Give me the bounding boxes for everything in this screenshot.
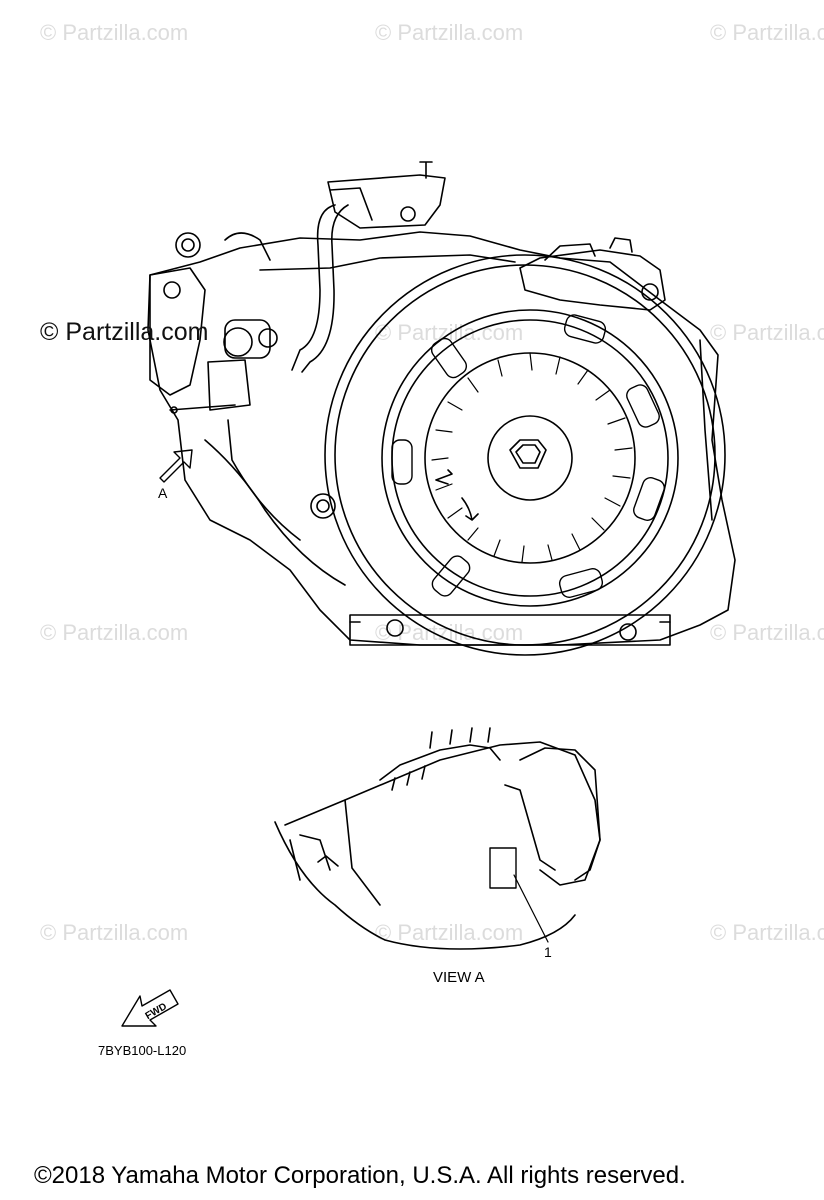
diagram-code: 7BYB100-L120: [98, 1043, 186, 1058]
view-arrow-label: A: [158, 485, 168, 501]
engine-assembly-drawing: [147, 161, 736, 656]
copyright-notice: ©2018 Yamaha Motor Corporation, U.S.A. A…: [34, 1162, 686, 1189]
callout-leader: [513, 874, 549, 943]
fwd-arrow-icon: [121, 989, 179, 1027]
view-a-detail-drawing: [274, 727, 601, 950]
view-a-arrow-icon: [159, 449, 193, 483]
fwd-label: FWD: [144, 1001, 169, 1022]
view-title: VIEW A: [433, 969, 485, 986]
callout-number: 1: [544, 944, 552, 960]
brand-watermark: © Partzilla.com: [40, 318, 209, 346]
